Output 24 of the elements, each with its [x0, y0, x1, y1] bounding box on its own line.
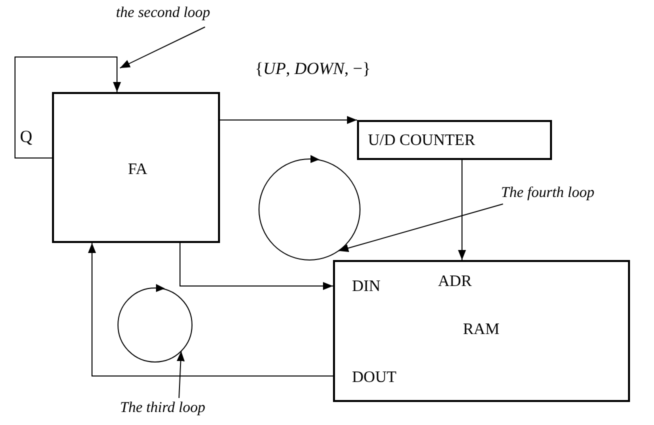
leader-line: [120, 26, 206, 68]
arrow: [180, 242, 334, 290]
arrow: [458, 160, 466, 260]
annotation-text: the second loop: [116, 6, 210, 21]
block-box: [333, 260, 630, 402]
leader-line: [176, 350, 185, 398]
arrow: [88, 242, 334, 376]
arrow: [14, 56, 121, 158]
arrow: [220, 116, 358, 124]
loop-circle: [258, 158, 361, 261]
signal-set-label: {UP, DOWN, −}: [255, 60, 371, 77]
leader-line: [338, 204, 504, 252]
annotation-text: The third loop: [120, 401, 206, 416]
annotation-text: The fourth loop: [501, 186, 594, 201]
signal-label: Q: [20, 128, 32, 145]
port-label: ADR: [438, 274, 472, 290]
box-label: U/D COUNTER: [368, 133, 476, 149]
port-label: DIN: [352, 279, 380, 295]
block-box: [357, 120, 552, 160]
loop-circle: [117, 287, 193, 363]
box-label: RAM: [463, 322, 500, 338]
box-label: FA: [128, 162, 148, 178]
port-label: DOUT: [352, 370, 396, 386]
block-box: [52, 92, 220, 243]
